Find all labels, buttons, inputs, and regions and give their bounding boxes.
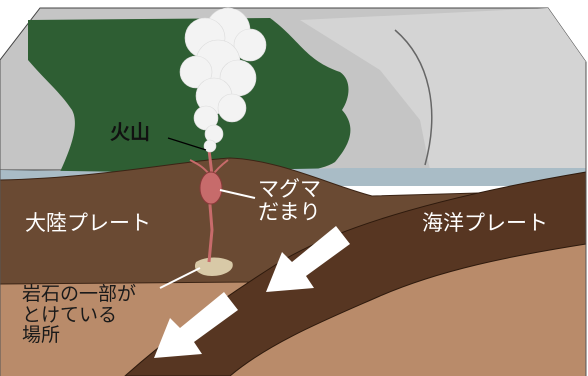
subduction-arrow-upper xyxy=(266,226,350,292)
magma-conduit xyxy=(207,149,214,263)
subduction-arrow-lower xyxy=(154,292,238,358)
oceanic-plate-label: 海洋プレート xyxy=(422,211,548,235)
smoke-plume xyxy=(179,7,267,153)
land-area xyxy=(28,18,351,172)
partial-melting-label: 岩石の一部が とけている 場所 xyxy=(22,283,137,347)
magma-chamber-label: マグマ だまり xyxy=(258,177,321,224)
surface-light-area xyxy=(300,8,586,170)
magma-leader-line xyxy=(219,189,256,199)
partial-melting-zone xyxy=(194,257,233,276)
volcano-label: 火山 xyxy=(110,120,150,144)
magma-chamber xyxy=(199,171,223,205)
continental-plate-label: 大陸プレート xyxy=(25,211,151,235)
melting-leader-line xyxy=(159,267,201,289)
volcano-leader-line xyxy=(167,137,207,151)
